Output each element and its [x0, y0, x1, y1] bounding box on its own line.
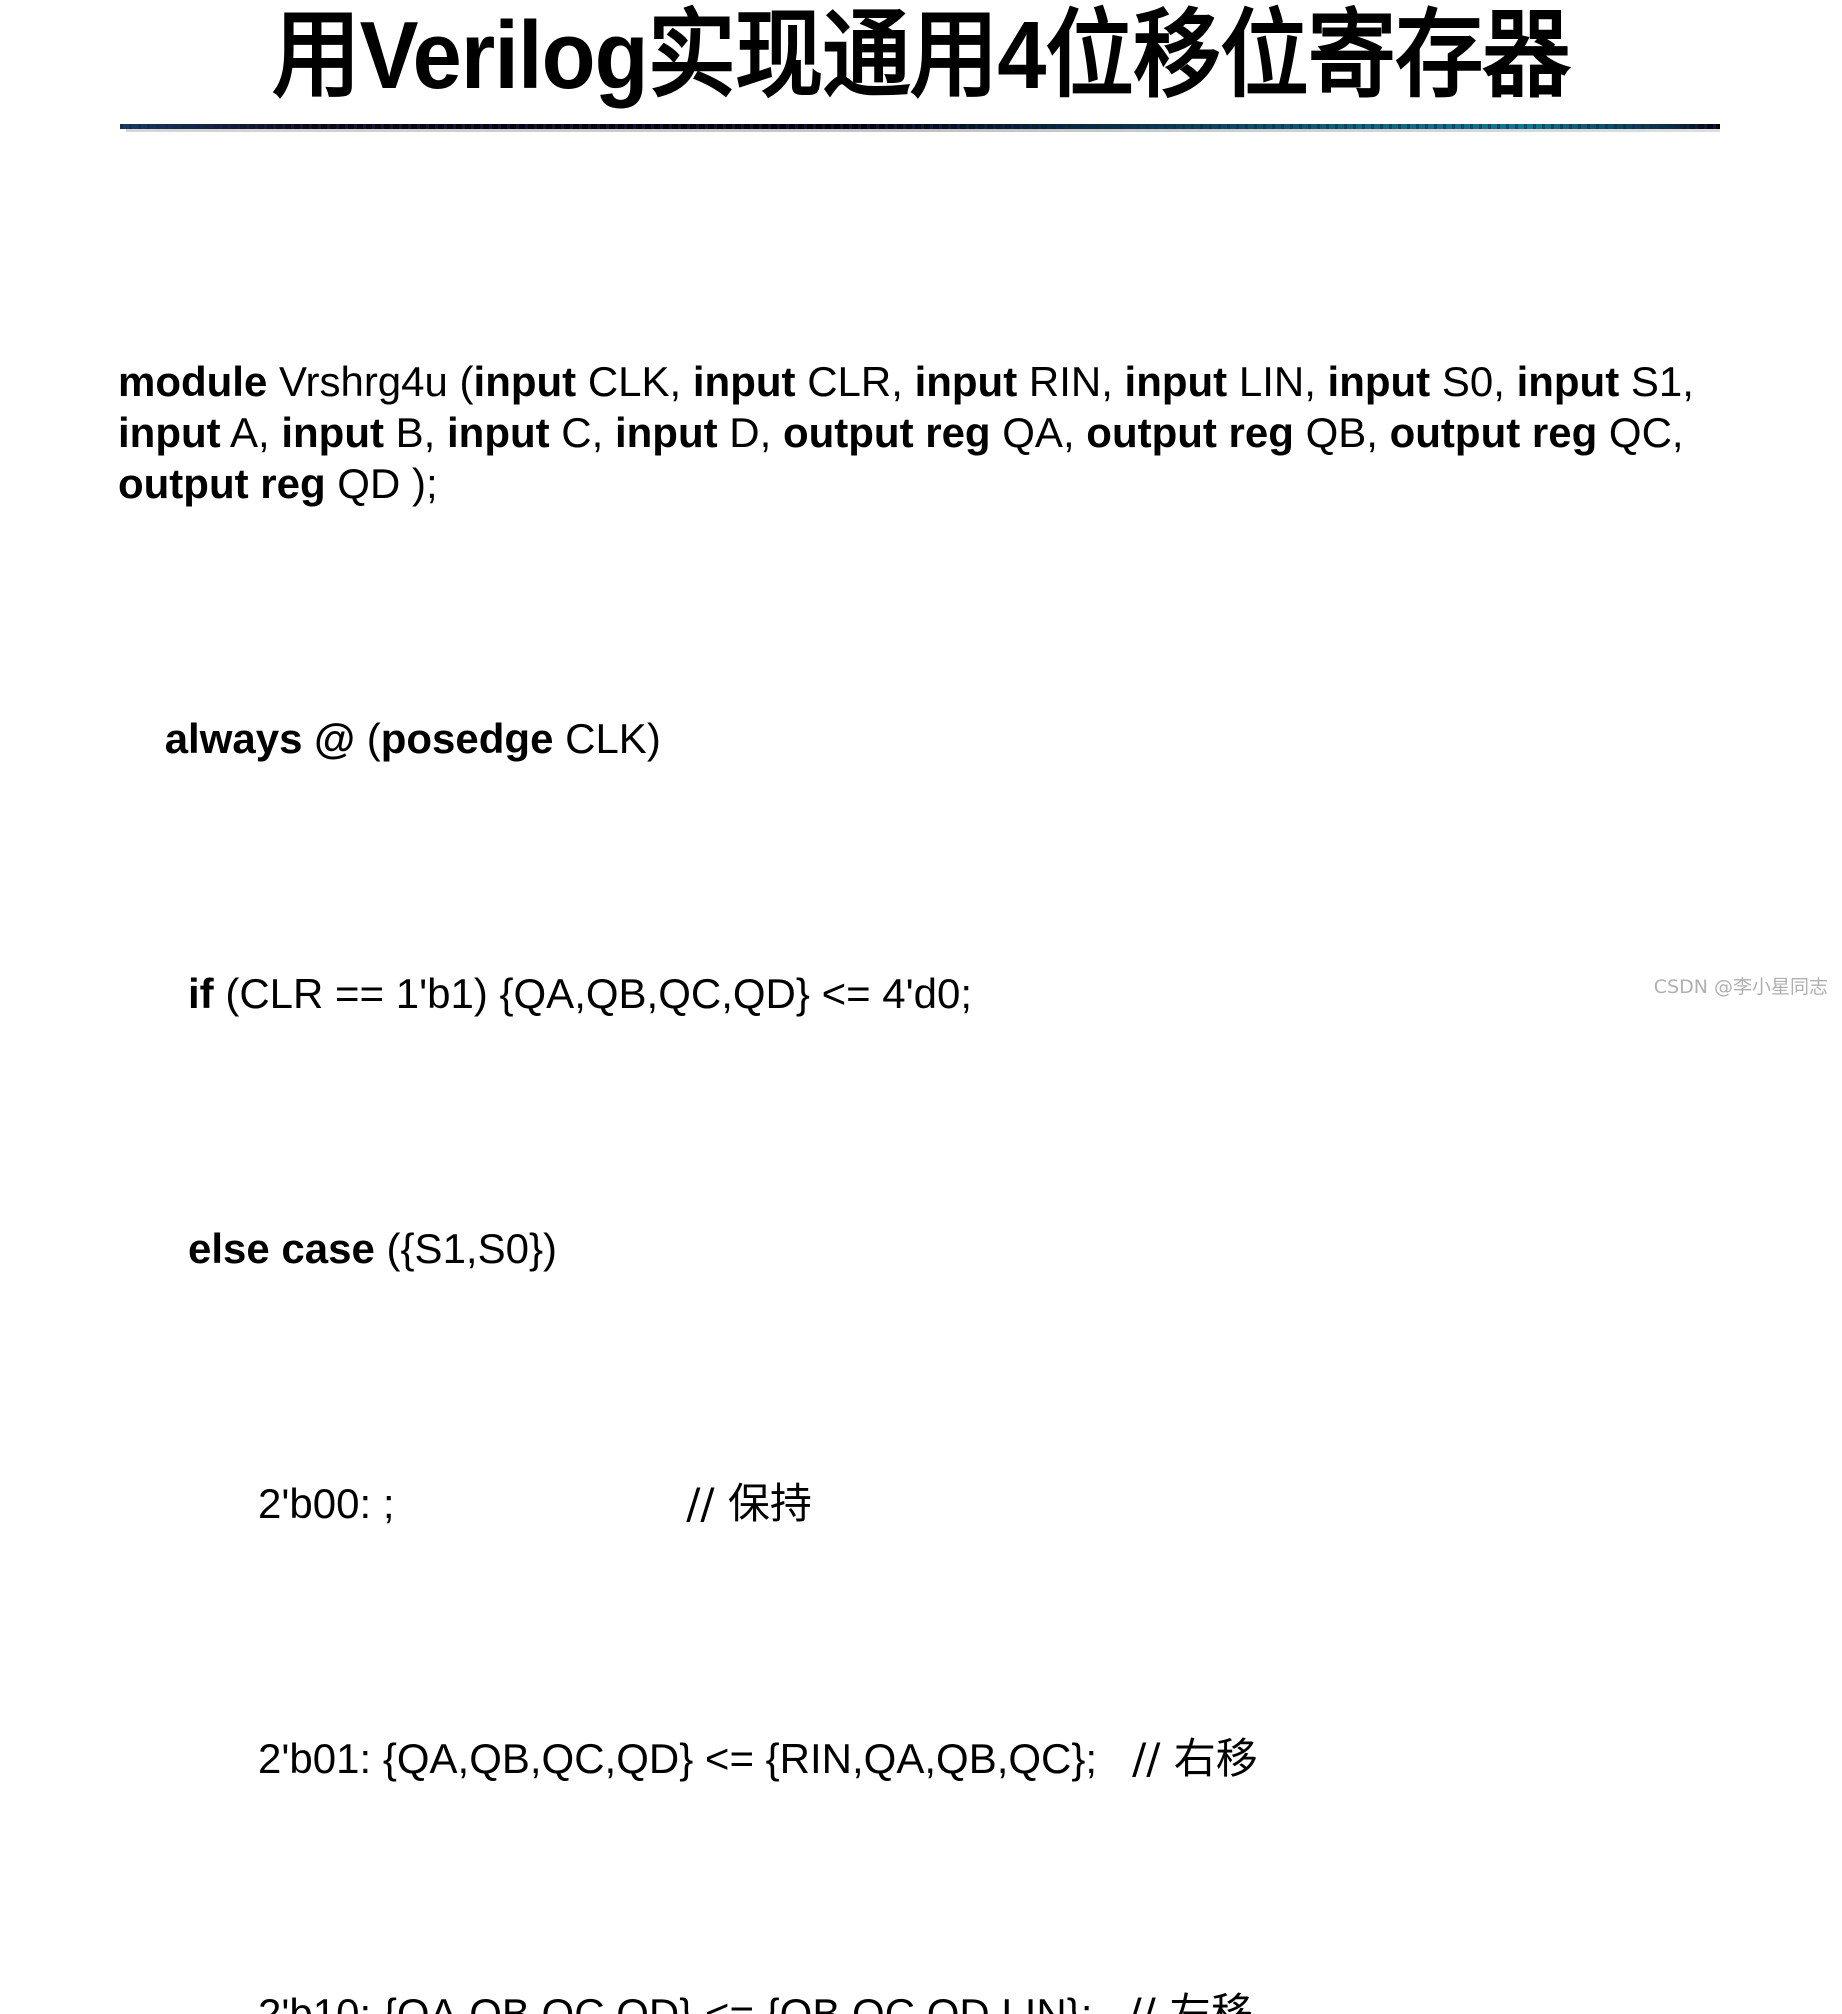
port-qc: QC [1608, 409, 1672, 456]
case-comment-10: // 左移 [1127, 1989, 1254, 2014]
keyword-posedge: posedge [380, 715, 554, 762]
case-comment-01: // 右移 [1132, 1734, 1258, 1783]
code-line-always: always @ (posedge CLK) [118, 713, 1718, 764]
always-open-paren: ( [355, 715, 381, 762]
divider-shadow [126, 129, 1720, 132]
code-line-case-00: 2'b00: ; // 保持 [118, 1478, 1718, 1529]
code-line-case-10: 2'b10: {QA,QB,QC,QD} <= {QB,QC,QD,LIN}; … [118, 1988, 1718, 2014]
keyword-input-clk: input [473, 358, 577, 405]
close-paren: ); [400, 460, 438, 507]
keyword-output-reg-qc: output reg [1389, 409, 1598, 456]
case-selector: ({S1,S0}) [374, 1225, 557, 1272]
if-condition-body: (CLR == 1'b1) {QA,QB,QC,QD} <= 4'd0; [213, 970, 973, 1017]
port-b: B [395, 409, 424, 456]
always-signal: CLK) [553, 715, 661, 762]
verilog-code-block: module Vrshrg4u (input CLK, input CLR, i… [118, 152, 1718, 2014]
keyword-input-rin: input [914, 358, 1018, 405]
port-clr: CLR [807, 358, 892, 405]
page-title: 用Verilog实现通用4位移位寄存器 [272, 2, 1571, 109]
module-name: Vrshrg4u [279, 358, 448, 405]
port-c: C [561, 409, 592, 456]
code-line-case-01: 2'b01: {QA,QB,QC,QD} <= {RIN,QA,QB,QC}; … [118, 1733, 1718, 1784]
port-qd: QD [337, 460, 401, 507]
port-a: A [229, 409, 258, 456]
keyword-module: module [118, 358, 268, 405]
keyword-output-reg-qa: output reg [782, 409, 991, 456]
keyword-else-case: else case [188, 1225, 375, 1272]
case-body-10: {QA,QB,QC,QD} <= {QB,QC,QD,LIN}; [371, 1990, 1093, 2014]
case-body-01: {QA,QB,QC,QD} <= {RIN,QA,QB,QC}; [371, 1735, 1098, 1782]
keyword-if: if [188, 970, 214, 1017]
csdn-watermark: CSDN @李小星同志 [1653, 976, 1828, 998]
keyword-output-reg-qd: output reg [118, 460, 326, 507]
code-line-if: if (CLR == 1'b1) {QA,QB,QC,QD} <= 4'd0; [118, 968, 1718, 1019]
keyword-input-s0: input [1327, 358, 1431, 405]
keyword-input-clr: input [692, 358, 796, 405]
keyword-input-a: input [118, 409, 221, 456]
keyword-input-b: input [281, 409, 384, 456]
port-s1: S1 [1630, 358, 1683, 405]
port-d: D [729, 409, 760, 456]
port-qb: QB [1305, 409, 1367, 456]
case-label-01: 2'b01: [258, 1735, 372, 1782]
keyword-input-lin: input [1124, 358, 1228, 405]
case-comment-00: // 保持 [686, 1479, 812, 1528]
case-label-00: 2'b00: ; [258, 1480, 395, 1527]
code-line-module-declaration: module Vrshrg4u (input CLK, input CLR, i… [118, 358, 1694, 507]
open-paren: ( [447, 358, 474, 405]
title-divider [120, 124, 1720, 132]
port-rin: RIN [1028, 358, 1102, 405]
keyword-output-reg-qb: output reg [1086, 409, 1294, 456]
keyword-input-s1: input [1516, 358, 1620, 405]
module-name-spacer [267, 358, 279, 405]
port-lin: LIN [1238, 358, 1305, 405]
port-s0: S0 [1441, 358, 1494, 405]
port-clk: CLK [587, 358, 670, 405]
code-line-else-case: else case ({S1,S0}) [118, 1223, 1718, 1274]
case-label-10: 2'b10: [258, 1990, 372, 2014]
port-qa: QA [1002, 409, 1063, 456]
keyword-always: always @ [164, 715, 356, 762]
keyword-input-d: input [614, 409, 718, 456]
divider-bar [120, 124, 1720, 129]
keyword-input-c: input [447, 409, 550, 456]
